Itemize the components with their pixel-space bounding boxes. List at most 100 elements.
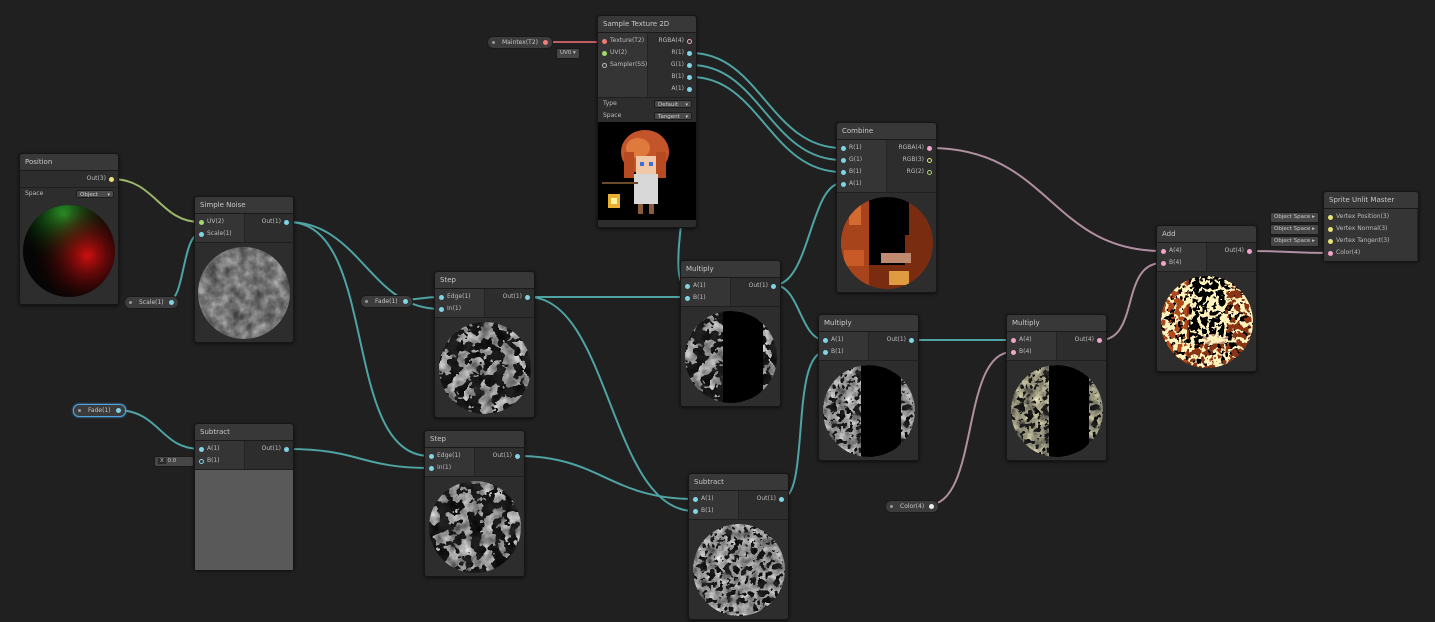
node-title: Subtract (195, 424, 293, 441)
port-b[interactable]: B(4) (1007, 346, 1056, 358)
port-r[interactable]: R(1) (648, 47, 696, 59)
port-out[interactable]: Out(4) (1057, 334, 1106, 346)
port-sampler[interactable]: Sampler(SS) (598, 59, 647, 71)
node-title: Sample Texture 2D (598, 16, 696, 33)
wire-color-multiplyC (927, 351, 1013, 506)
port-b[interactable]: B(1) (837, 166, 886, 178)
add-preview (1157, 272, 1256, 372)
port-a[interactable]: A(1) (648, 83, 696, 95)
port-g[interactable]: G(1) (648, 59, 696, 71)
multiply-preview (1007, 361, 1106, 461)
fade-label: Fade(1) (88, 407, 111, 414)
port-b[interactable]: B(1) (648, 71, 696, 83)
port-b[interactable]: B(4) (1157, 257, 1206, 269)
noise-preview (195, 243, 293, 343)
combine-sphere (840, 197, 933, 289)
character-sprite-icon (598, 122, 696, 220)
port-out[interactable]: Out(1) (485, 291, 534, 303)
subtract-node-b[interactable]: Subtract A(1) B(1) Out(1) (688, 473, 789, 620)
port-g[interactable]: G(1) (837, 154, 886, 166)
port-b[interactable]: B(1) (819, 346, 868, 358)
port-scale[interactable]: Scale(1) (195, 228, 244, 240)
combine-node[interactable]: Combine R(1) G(1) B(1) A(1) RGBA(4) RGB(… (836, 122, 937, 293)
noise-sphere (198, 247, 290, 339)
port-a[interactable]: A(1) (195, 443, 244, 455)
port-a[interactable]: A(1) (819, 334, 868, 346)
type-row: Type Default▾ (598, 98, 696, 110)
scale-property-node[interactable]: Scale(1) (124, 296, 179, 309)
wire-fade-subtractA (115, 409, 201, 450)
port-uv[interactable]: UV(2) (195, 216, 244, 228)
multiply-node-b[interactable]: Multiply A(1) B(1) Out(1) (818, 314, 919, 461)
port-a[interactable]: A(4) (1007, 334, 1056, 346)
port-out[interactable]: Out(4) (1207, 245, 1256, 257)
object-space-tag[interactable]: Object Space ▸ (1270, 224, 1319, 235)
port-out[interactable]: Out(3) (20, 173, 118, 185)
port-a[interactable]: A(1) (681, 280, 730, 292)
port-r[interactable]: R(1) (837, 142, 886, 154)
port-vertex-position[interactable]: Vertex Position(3) (1324, 211, 1417, 223)
port-out[interactable]: Out(1) (245, 216, 294, 228)
sample-texture-2d-node[interactable]: Sample Texture 2D Texture(T2) UV(2) Samp… (597, 15, 697, 228)
port-rg[interactable]: RG(2) (887, 166, 936, 178)
space-dropdown[interactable]: Tangent▾ (654, 112, 692, 120)
port-edge[interactable]: Edge(1) (435, 291, 484, 303)
port-vertex-tangent[interactable]: Vertex Tangent(3) (1324, 235, 1417, 247)
add-node[interactable]: Add A(4) B(4) Out(4) (1156, 225, 1257, 372)
node-title: Position (20, 154, 118, 171)
wire-multiplyA-combine (773, 182, 843, 286)
simple-noise-node[interactable]: Simple Noise UV(2) Scale(1) Out(1) (194, 196, 294, 343)
port-rgb[interactable]: RGB(3) (887, 154, 936, 166)
port-texture[interactable]: Texture(T2) (598, 35, 647, 47)
maintex-property-node[interactable]: Maintex(T2) (487, 36, 553, 49)
port-a[interactable]: A(4) (1157, 245, 1206, 257)
sprite-preview (598, 122, 696, 220)
node-title: Add (1157, 226, 1256, 243)
wire-position-uv (111, 178, 201, 223)
node-title: Combine (837, 123, 936, 140)
port-edge[interactable]: Edge(1) (425, 450, 474, 462)
port-b[interactable]: B(1) (681, 292, 730, 304)
space-dropdown[interactable]: Object▾ (76, 190, 114, 198)
port-vertex-normal[interactable]: Vertex Normal(3) (1324, 223, 1417, 235)
port-b[interactable]: B(1) (689, 505, 738, 517)
multiply-node-a[interactable]: Multiply A(1) B(1) Out(1) (680, 260, 781, 407)
subtract-b-value-field[interactable]: X 0.0 (154, 456, 194, 467)
fade-property-node-selected[interactable]: Fade(1) (73, 404, 126, 417)
port-in[interactable]: In(1) (435, 303, 484, 315)
subtract-preview (195, 470, 293, 570)
port-out[interactable]: Out(1) (869, 334, 918, 346)
sprite-unlit-master-node[interactable]: Sprite Unlit Master Vertex Position(3) V… (1323, 191, 1419, 261)
port-uv[interactable]: UV(2) (598, 47, 647, 59)
multiply-preview (681, 307, 780, 407)
color-property-node[interactable]: Color(4) (885, 500, 940, 513)
step-node-b[interactable]: Step Edge(1) In(1) Out(1) (424, 430, 525, 577)
multiply-node-c[interactable]: Multiply A(4) B(4) Out(4) (1006, 314, 1107, 461)
port-a[interactable]: A(1) (837, 178, 886, 190)
wire-stepA-subtractB (527, 296, 695, 512)
object-space-tag[interactable]: Object Space ▸ (1270, 212, 1319, 223)
node-title: Simple Noise (195, 197, 293, 214)
port-rgba[interactable]: RGBA(4) (887, 142, 936, 154)
type-dropdown[interactable]: Default▾ (654, 100, 692, 108)
fade-property-node[interactable]: Fade(1) (360, 295, 413, 308)
step-preview (435, 318, 534, 418)
object-space-tag[interactable]: Object Space ▸ (1270, 236, 1319, 247)
subtract-node-a[interactable]: Subtract A(1) B(1) Out(1) (194, 423, 294, 570)
uv-channel-dropdown[interactable]: UV0 ▾ (556, 48, 580, 59)
step-sphere (428, 481, 521, 573)
node-title: Multiply (1007, 315, 1106, 332)
port-a[interactable]: A(1) (689, 493, 738, 505)
port-in[interactable]: In(1) (425, 462, 474, 474)
port-out[interactable]: Out(1) (739, 493, 788, 505)
port-out[interactable]: Out(1) (475, 450, 524, 462)
port-b[interactable]: B(1) (195, 455, 244, 467)
position-node[interactable]: Position Out(3) Space Object▾ (19, 153, 119, 305)
step-node-a[interactable]: Step Edge(1) In(1) Out(1) (434, 271, 535, 418)
add-sphere (1160, 276, 1253, 368)
port-out[interactable]: Out(1) (245, 443, 294, 455)
maintex-label: Maintex(T2) (502, 39, 538, 46)
port-color[interactable]: Color(4) (1324, 247, 1417, 259)
port-out[interactable]: Out(1) (731, 280, 780, 292)
port-rgba[interactable]: RGBA(4) (648, 35, 696, 47)
